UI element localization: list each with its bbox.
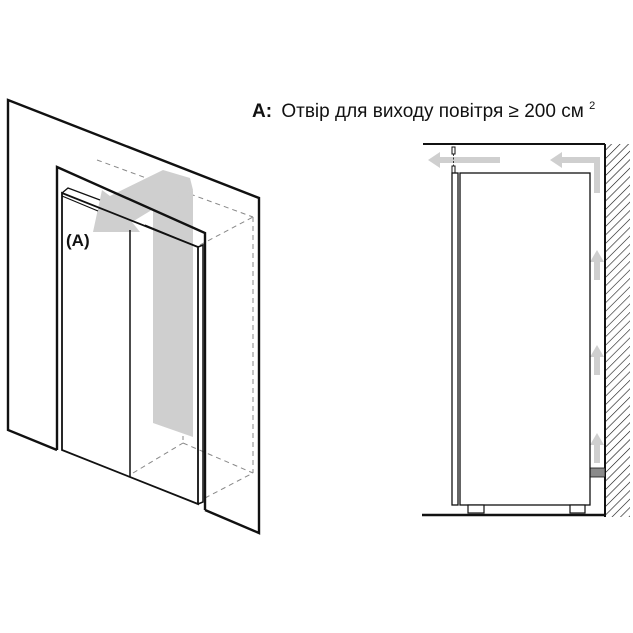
callout-label-a: (A) <box>66 231 90 250</box>
legend-key: A: <box>252 101 272 122</box>
niche-opening <box>55 165 207 510</box>
legend-text: Отвір для виходу повітря ≥ 200 см <box>281 101 583 122</box>
top-trim-upper <box>451 146 456 155</box>
wall-panel <box>6 98 261 535</box>
appliance-body <box>459 172 591 506</box>
top-trim-lower <box>451 165 456 174</box>
appliance-front <box>61 187 204 506</box>
legend: A: Отвір для виходу повітря ≥ 200 см 2 <box>252 100 595 122</box>
foot-front <box>467 504 485 514</box>
side-section-view <box>422 143 630 517</box>
perspective-view: (A) <box>6 98 261 535</box>
airflow-arrow <box>93 170 193 437</box>
door-panel <box>451 172 459 506</box>
vent-block <box>589 467 606 478</box>
legend-superscript: 2 <box>589 100 595 112</box>
wall-hatching <box>605 144 630 517</box>
foot-rear <box>569 504 586 514</box>
airflow-arrows <box>428 152 604 463</box>
